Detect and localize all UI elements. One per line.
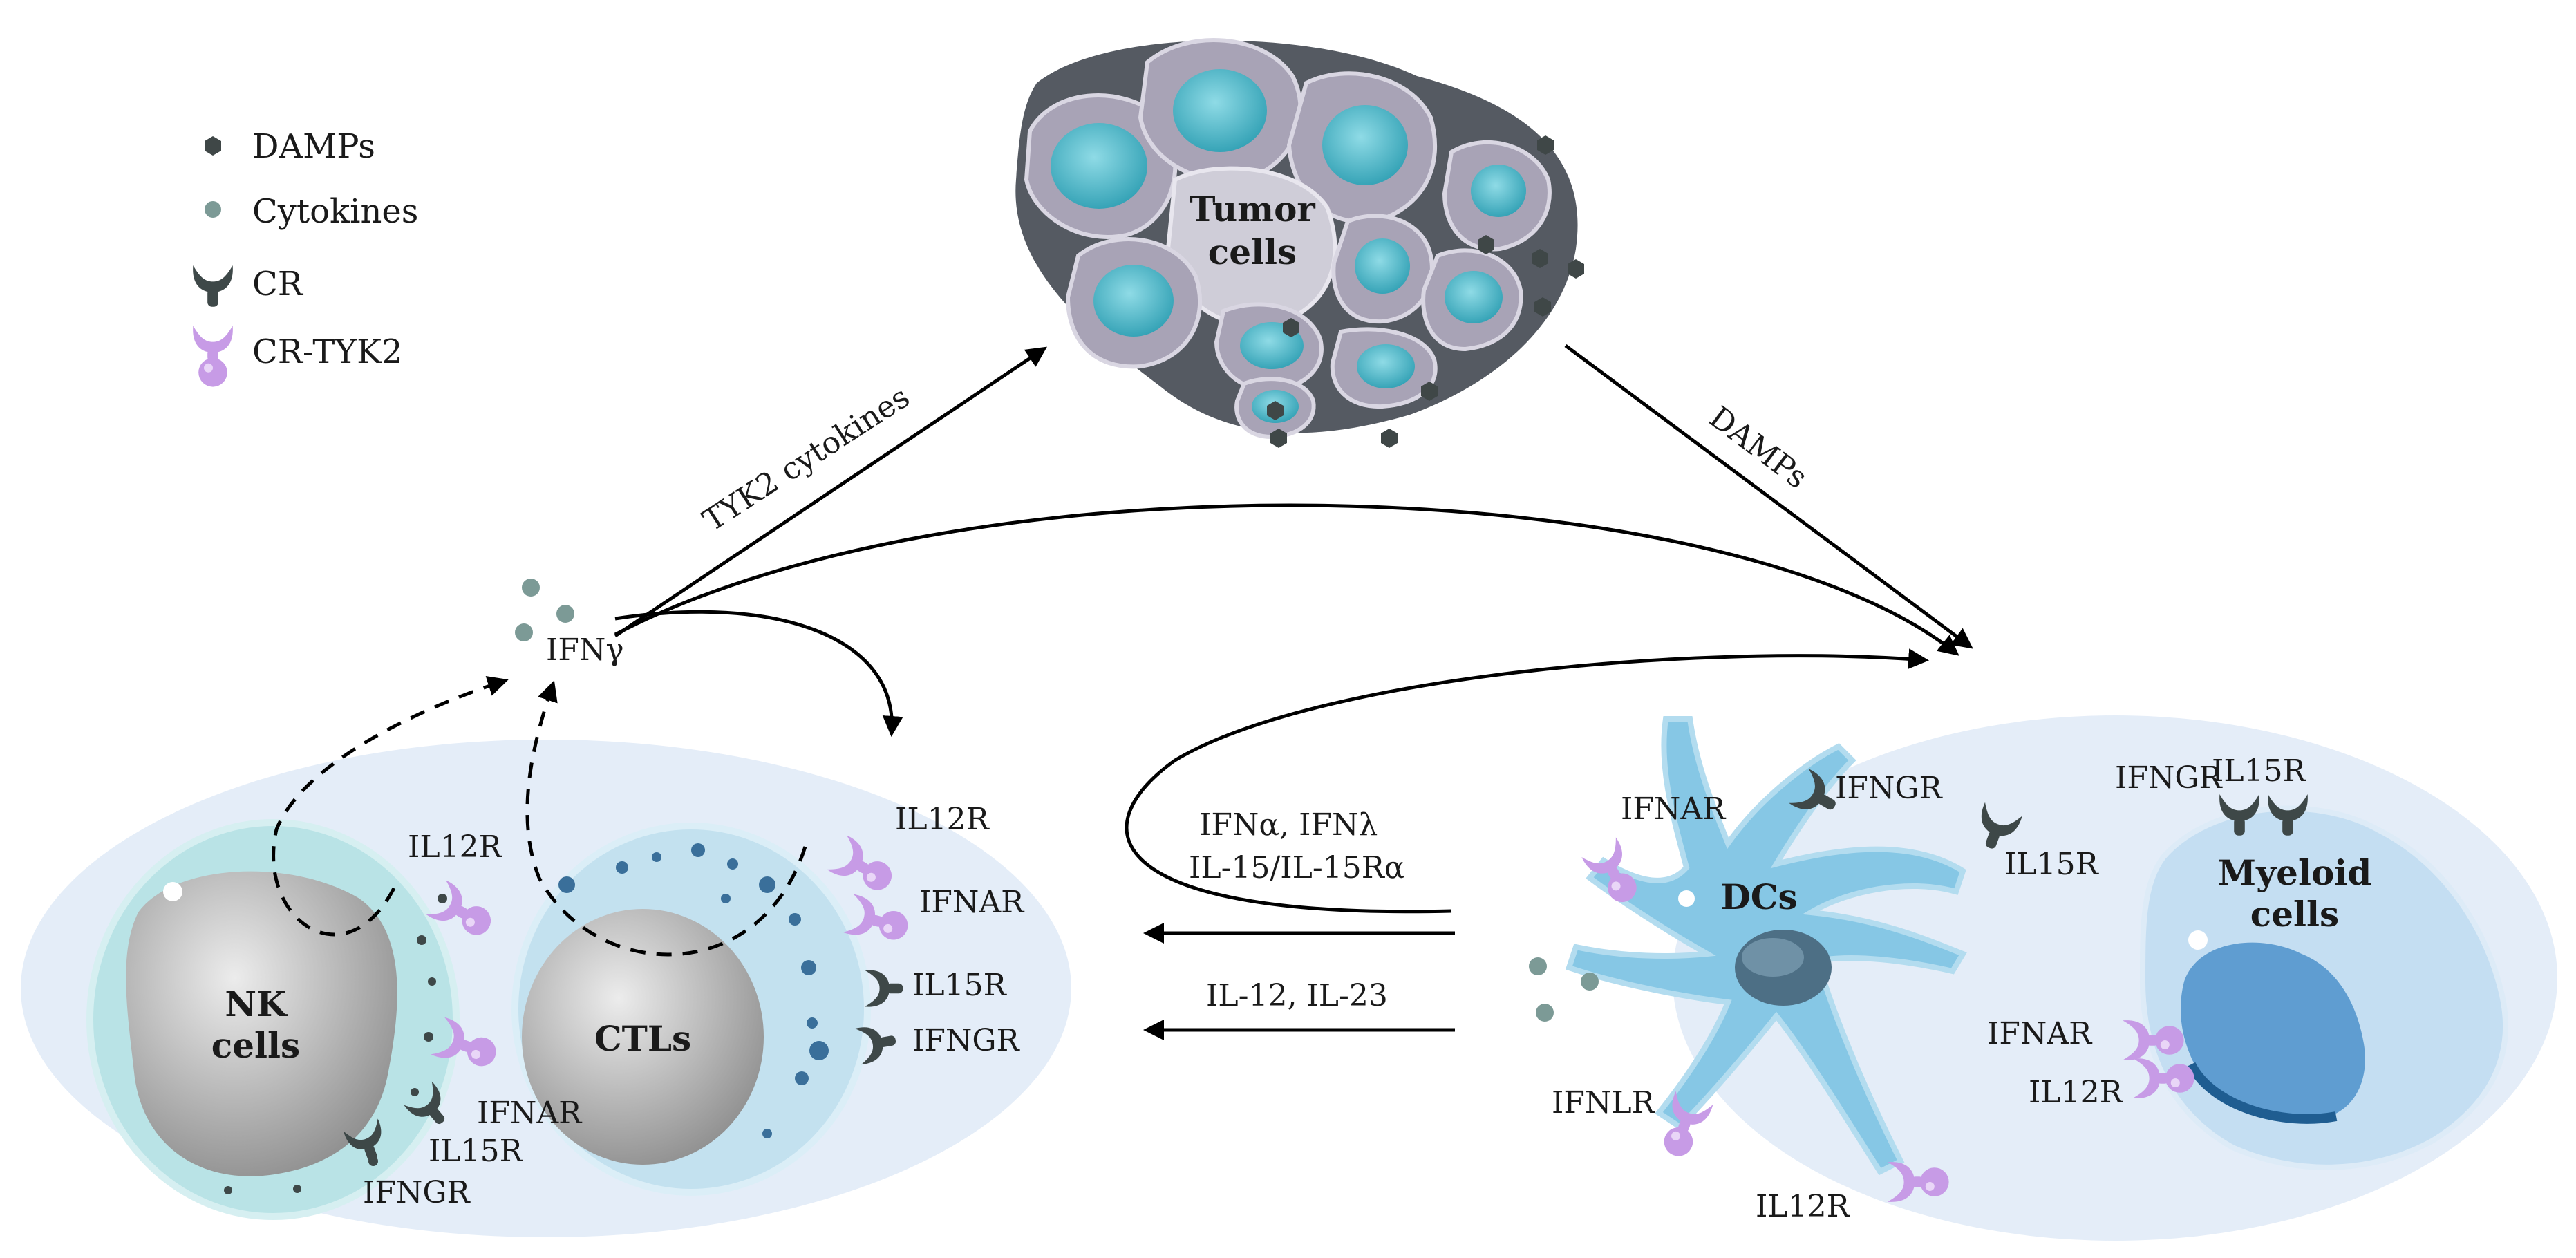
legend-cytokines-label: Cytokines bbox=[252, 192, 418, 231]
ctl-cell: CTLs bbox=[511, 823, 871, 1196]
tumor-cell bbox=[1065, 237, 1203, 369]
ctls-label: CTLs bbox=[594, 1018, 691, 1059]
tumor-cell bbox=[1421, 248, 1523, 352]
nk-il12r-label: IL12R bbox=[408, 829, 503, 865]
damp-icon bbox=[1478, 235, 1494, 254]
ifng-label: IFNγ bbox=[546, 632, 624, 668]
legend: DAMPs Cytokines CR CR-TYK2 bbox=[193, 127, 418, 387]
ifng-cytokines: IFNγ bbox=[515, 579, 624, 668]
cytokine-icon bbox=[556, 605, 574, 623]
ctl-ifngr-label: IFNGR bbox=[912, 1023, 1021, 1058]
ifng-to-ctl-arrow bbox=[614, 610, 903, 737]
dc-ifngr-label: IFNGR bbox=[1835, 771, 1944, 806]
ctl-ifnar-label: IFNAR bbox=[919, 885, 1025, 920]
tumor-cells-cluster: Tumor cells bbox=[1015, 38, 1584, 448]
nk-ifnar-label: IFNAR bbox=[477, 1096, 583, 1131]
tumor-cells-label-2: cells bbox=[1208, 232, 1297, 272]
cytokine-icon bbox=[515, 623, 533, 641]
damp-icon bbox=[205, 136, 221, 156]
ctl-il12r-label: IL12R bbox=[895, 802, 990, 837]
my-ifngr-label: IFNGR bbox=[2115, 760, 2224, 796]
cr-tyk2-receptor-icon bbox=[193, 326, 233, 387]
cytokine-icon bbox=[1536, 1004, 1554, 1022]
my-ifnar-label: IFNAR bbox=[1987, 1016, 2093, 1051]
cytokine-icon bbox=[1581, 973, 1599, 991]
damp-icon bbox=[1537, 135, 1554, 155]
nk-cell: NK cells bbox=[86, 819, 460, 1220]
legend-cr-label: CR bbox=[252, 265, 304, 303]
myeloid-cell: Myeloid cells bbox=[2139, 805, 2509, 1170]
dendritic-cell: DCs bbox=[1565, 716, 1967, 1176]
dc-ifnlr-label: IFNLR bbox=[1552, 1085, 1656, 1120]
ifn-alpha-lambda-label: IFNα, IFNλ bbox=[1199, 807, 1378, 843]
tumor-cells-label: Tumor bbox=[1190, 189, 1315, 229]
nk-ifngr-label: IFNGR bbox=[363, 1175, 471, 1210]
damp-icon bbox=[1381, 429, 1398, 448]
ifng-to-dc-arrow bbox=[614, 503, 1959, 656]
nk-cells-label-2: cells bbox=[211, 1025, 300, 1066]
damp-icon bbox=[1532, 249, 1548, 268]
myeloid-cells-label-2: cells bbox=[2250, 894, 2339, 935]
cytokine-icon bbox=[1529, 957, 1547, 975]
damp-icon bbox=[1267, 401, 1284, 420]
legend-cr-tyk2-label: CR-TYK2 bbox=[252, 332, 402, 371]
dc-ifnar-label: IFNAR bbox=[1621, 791, 1727, 827]
dc-il15r-label: IL15R bbox=[2004, 847, 2100, 882]
legend-damps-label: DAMPs bbox=[252, 127, 375, 166]
tyk2-cytokines-label: TYK2 cytokines bbox=[697, 379, 916, 538]
dcs-label: DCs bbox=[1720, 876, 1797, 917]
tumor-cell bbox=[1442, 140, 1552, 252]
damps-flow-label: DAMPs bbox=[1702, 400, 1814, 496]
tyk2-cytokines-arrow bbox=[614, 346, 1047, 638]
cytokine-icon bbox=[205, 201, 221, 218]
il15-label: IL-15/IL-15Rα bbox=[1189, 850, 1405, 885]
tumor-cell bbox=[1330, 327, 1438, 409]
dc-il12r-label: IL12R bbox=[1756, 1189, 1851, 1224]
tumor-cell bbox=[1331, 214, 1434, 324]
damp-icon bbox=[1421, 382, 1438, 401]
damp-icon bbox=[1270, 429, 1287, 448]
my-il12r-label: IL12R bbox=[2029, 1075, 2124, 1110]
cr-receptor-icon bbox=[193, 265, 233, 307]
nk-il15r-label: IL15R bbox=[429, 1134, 524, 1169]
ctl-il15r-label: IL15R bbox=[912, 968, 1008, 1003]
dc-feedback-loop-arrow bbox=[1125, 648, 1929, 914]
damps-arrow bbox=[1564, 344, 1973, 649]
myeloid-cells-label: Myeloid bbox=[2218, 852, 2372, 893]
damp-icon bbox=[1283, 318, 1299, 337]
nk-cells-label: NK bbox=[225, 984, 288, 1024]
damp-icon bbox=[1534, 297, 1551, 317]
ctl-ifng-secretion-arrow bbox=[525, 680, 807, 957]
cytokine-icon bbox=[522, 579, 540, 597]
il12-il23-label: IL-12, IL-23 bbox=[1206, 978, 1388, 1013]
tumor-cell bbox=[1138, 38, 1303, 183]
my-il15r-label: IL15R bbox=[2212, 753, 2307, 789]
damp-icon bbox=[1568, 259, 1584, 279]
nk-ifng-secretion-arrow bbox=[272, 675, 509, 937]
